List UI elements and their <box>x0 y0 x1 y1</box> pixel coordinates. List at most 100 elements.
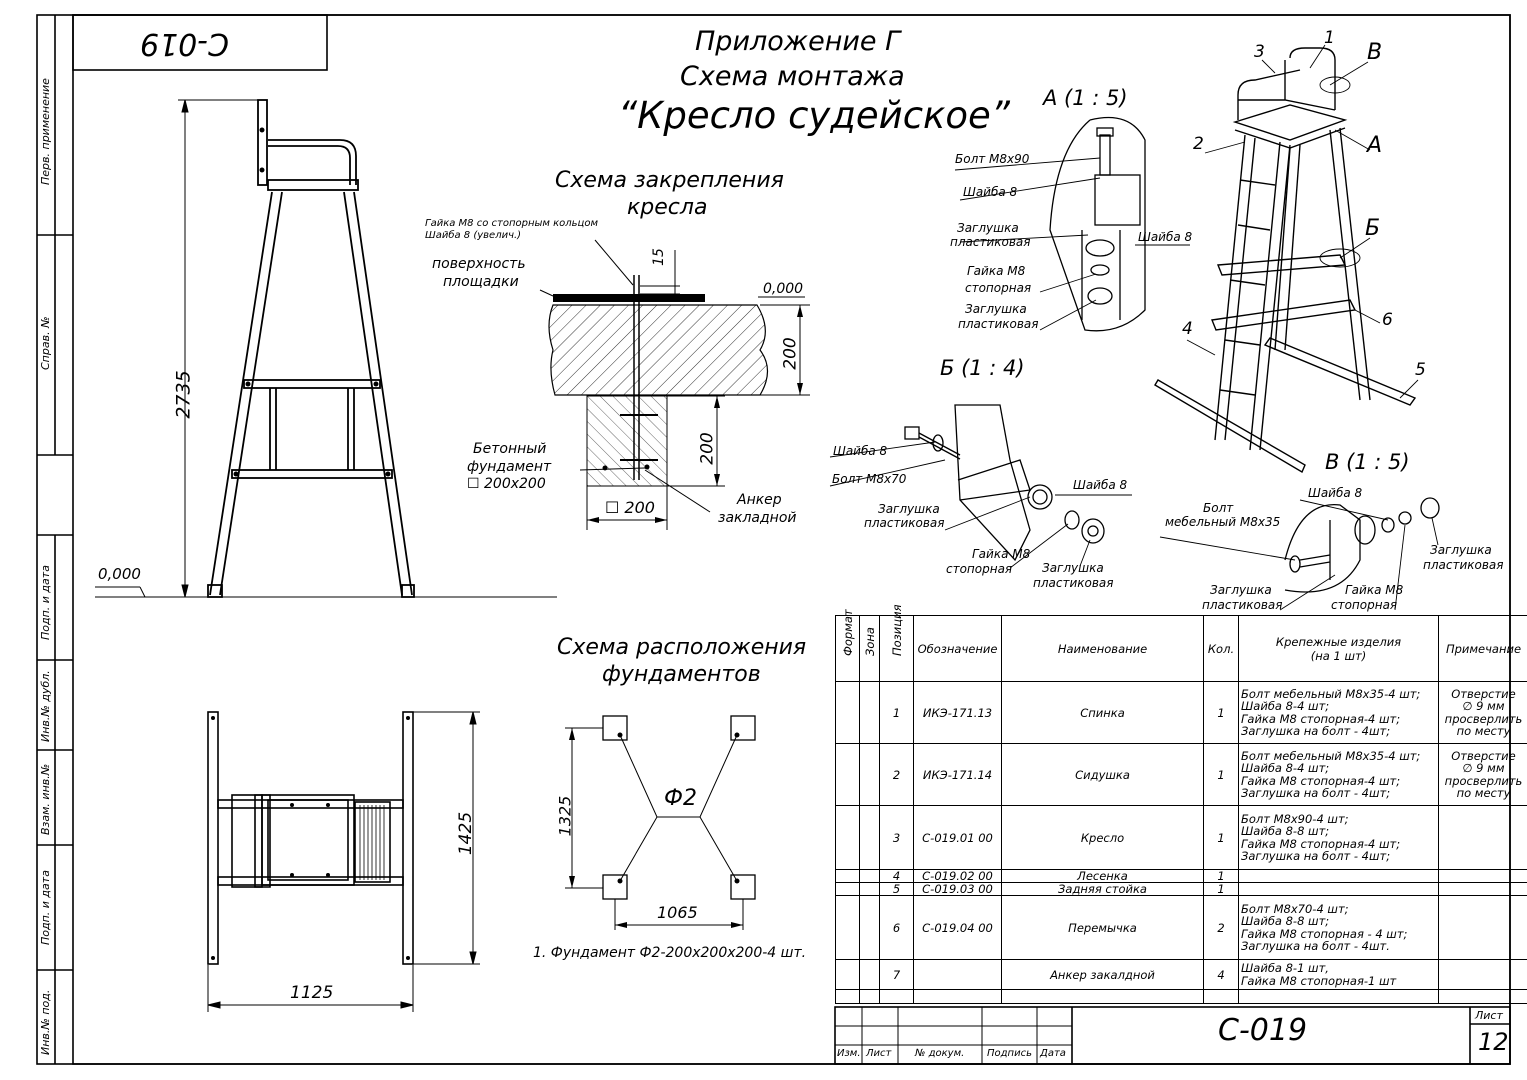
stamp-podp: Подпись <box>987 1048 1032 1059</box>
dim-15: 15 <box>650 248 667 266</box>
detail-b-cap2b: пластиковая <box>1033 576 1114 590</box>
stamp-list: Лист <box>866 1048 892 1059</box>
detail-a-washer2: Шайба 8 <box>1138 230 1193 244</box>
fixing-scheme <box>539 239 810 530</box>
side-label-inv-dubl: Инв.№ дубл. <box>39 670 52 742</box>
surface-label-1: поверхность <box>432 256 526 272</box>
dim-200-b: 200 <box>697 432 718 465</box>
iso-callout-6: 6 <box>1382 310 1393 330</box>
detail-v-nut2: стопорная <box>1331 598 1398 612</box>
side-label-podp1: Подп. и дата <box>39 565 52 640</box>
dim-1425: 1425 <box>456 811 477 856</box>
detail-v-cap1b: пластиковая <box>1423 558 1504 572</box>
plan-view <box>207 711 414 965</box>
detail-b-cap1b: пластиковая <box>864 516 945 530</box>
detail-v-bolt1: Болт <box>1203 501 1234 515</box>
title-line-2: Схема монтажа <box>680 61 905 92</box>
header-note: Примечание <box>1438 615 1527 682</box>
stamp-doc: № докум. <box>915 1048 965 1059</box>
anchor-label-1: Анкер <box>737 492 782 508</box>
header-zone: Зона <box>859 615 880 682</box>
detail-v <box>1159 497 1440 611</box>
dim-1325: 1325 <box>555 795 575 837</box>
inner-frame <box>72 14 1511 1065</box>
detail-b-title: Б (1 : 4) <box>940 356 1025 380</box>
header-qty: Кол. <box>1203 615 1239 682</box>
header-pos: Позиция <box>879 604 914 682</box>
concrete-label-1: Бетонный <box>473 441 547 457</box>
side-label-perv: Перв. применение <box>39 78 52 185</box>
concrete-label-3: ☐ 200х200 <box>467 476 546 492</box>
iso-view <box>1154 47 1417 474</box>
foundations-note: 1. Фундамент Ф2-200х200х200-4 шт. <box>533 945 807 961</box>
base-dim-200: ☐ 200 <box>605 498 655 517</box>
iso-letter-v: В <box>1367 40 1383 65</box>
detail-v-cap1a: Заглушка <box>1430 543 1492 557</box>
stamp-data: Дата <box>1040 1048 1066 1059</box>
nut-label-2: Шайба 8 (увелич.) <box>425 230 522 241</box>
iso-callout-5: 5 <box>1415 360 1426 380</box>
foundations-title-2: фундаментов <box>602 662 761 687</box>
specification-table: Формат Зона Позиция Обозначение Наименов… <box>835 604 1527 1004</box>
detail-b-nut2: стопорная <box>946 562 1013 576</box>
detail-b-cap1a: Заглушка <box>878 502 940 516</box>
detail-v-nut1: Гайка М8 <box>1345 583 1404 597</box>
side-label-vzam: Взам. инв.№ <box>39 763 52 835</box>
title-block-sheet-no: 12 <box>1478 1028 1509 1056</box>
level-fixing: 0,000 <box>763 281 804 297</box>
dim-1065: 1065 <box>657 903 698 922</box>
table-row: 6 С-019.04 00 Перемычка 2 Болт М8х70-4 ш… <box>835 895 1527 960</box>
header-fixings: Крепежные изделия (на 1 шт) <box>1238 615 1439 682</box>
title-line-1: Приложение Г <box>695 26 901 57</box>
detail-a-bolt: Болт М8х90 <box>955 152 1030 166</box>
detail-a-nut1: Гайка М8 <box>967 264 1026 278</box>
header-format: Формат <box>835 609 860 682</box>
detail-a-title: А (1 : 5) <box>1043 86 1128 110</box>
iso-letter-b: Б <box>1365 216 1381 241</box>
table-row: 5 С-019.03 00 Задняя стойка 1 <box>835 882 1527 896</box>
detail-a-cap2b: пластиковая <box>958 317 1039 331</box>
side-label-podp2: Подп. и дата <box>39 870 52 945</box>
foundation-label-f2: Ф2 <box>664 786 697 811</box>
detail-a-cap1a: Заглушка <box>957 221 1019 235</box>
front-view <box>207 99 415 598</box>
fixing-title-1: Схема закрепления <box>555 168 784 193</box>
iso-letter-a: А <box>1367 133 1383 158</box>
header-name: Наименование <box>1001 615 1204 682</box>
detail-v-bolt2: мебельный М8х35 <box>1165 515 1281 529</box>
detail-a-cap1b: пластиковая <box>950 235 1031 249</box>
detail-v-cap2a: Заглушка <box>1210 583 1272 597</box>
detail-b-nut1: Гайка М8 <box>972 547 1031 561</box>
dim-200-a: 200 <box>780 337 801 370</box>
detail-a-nut2: стопорная <box>965 281 1032 295</box>
header-designation: Обозначение <box>913 615 1002 682</box>
dim-1125: 1125 <box>290 983 334 1003</box>
detail-v-washer: Шайба 8 <box>1308 486 1363 500</box>
foundations-scheme <box>565 715 756 930</box>
detail-b-bolt: Болт М8х70 <box>832 472 907 486</box>
level-front: 0,000 <box>98 565 141 583</box>
detail-a-washer1: Шайба 8 <box>963 185 1018 199</box>
concrete-label-2: фундамент <box>467 459 552 475</box>
detail-b <box>829 404 1132 569</box>
detail-a-cap2a: Заглушка <box>965 302 1027 316</box>
table-row: 4 С-019.02 00 Лесенка 1 <box>835 869 1527 883</box>
iso-callout-4: 4 <box>1182 319 1193 339</box>
detail-v-title: В (1 : 5) <box>1325 450 1410 474</box>
side-label-inv-pod: Инв.№ под. <box>39 989 52 1055</box>
detail-b-washer2: Шайба 8 <box>1073 478 1128 492</box>
foundations-title-1: Схема расположения <box>557 635 807 660</box>
surface-label-2: площадки <box>443 274 519 290</box>
stamp-izm: Изм. <box>837 1048 861 1059</box>
table-row: 7 Анкер закалдной 4 Шайба 8-1 шт,Гайка М… <box>835 959 1527 990</box>
title-block <box>834 1006 1511 1065</box>
detail-b-cap2a: Заглушка <box>1042 561 1104 575</box>
detail-v-cap2b: пластиковая <box>1202 598 1283 612</box>
table-row: 2 ИКЭ-171.14 Сидушка 1 Болт мебельный М8… <box>835 743 1527 806</box>
title-block-code: С-019 <box>1218 1013 1308 1048</box>
nut-label-1: Гайка М8 со стопорным кольцом <box>425 218 599 229</box>
code-box <box>72 14 328 71</box>
table-row: 1 ИКЭ-171.13 Спинка 1 Болт мебельный М8х… <box>835 681 1527 744</box>
table-row: 3 С-019.01 00 Кресло 1 Болт М8х90-4 шт;Ш… <box>835 805 1527 870</box>
